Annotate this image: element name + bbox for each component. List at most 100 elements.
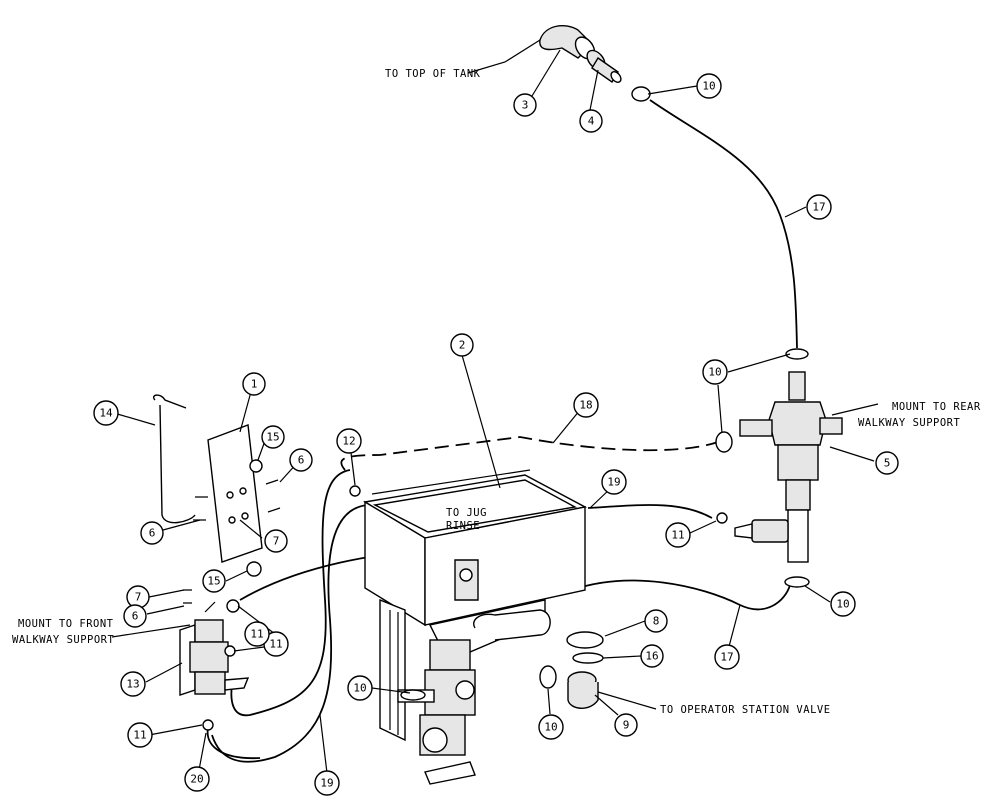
leader-lines: [111, 39, 879, 774]
callout-10-circle: [538, 714, 564, 740]
callout-1-circle: [242, 372, 266, 396]
callout-20-circle: [184, 766, 210, 792]
callout-12-circle: [336, 428, 362, 454]
front-valve-part-13: [179, 589, 250, 731]
callout-6-circle: [140, 521, 164, 545]
label-operator-station: TO OPERATOR STATION VALVE: [660, 704, 831, 716]
callout-5: 5: [884, 457, 891, 470]
hose-20: [206, 727, 261, 759]
callout-8: 8: [653, 615, 660, 628]
label-mount-front-2: WALKWAY SUPPORT: [12, 634, 115, 646]
label-mount-front-1: MOUNT TO FRONT: [18, 618, 114, 630]
callout-3-circle: [513, 93, 537, 117]
hose-18: [340, 436, 719, 471]
callout-18: 18: [579, 399, 592, 412]
callout-16-circle: [640, 644, 664, 668]
callout-7: 7: [135, 591, 142, 604]
callout-15: 15: [207, 575, 220, 588]
nut-part-15-upper: [249, 459, 263, 473]
callout-11: 11: [133, 729, 146, 742]
callout-13-circle: [120, 671, 146, 697]
callout-6-circle: [123, 604, 147, 628]
callout-11: 11: [269, 638, 282, 651]
callout-10: 10: [353, 682, 366, 695]
callout-6-circle: [289, 448, 313, 472]
label-to-jug-2: RINSE: [446, 520, 480, 532]
callout-17-circle: [714, 644, 740, 670]
o-ring-part-16: [572, 652, 604, 664]
callout-14-circle: [93, 400, 119, 426]
rear-valve-assembly-part-5: [734, 348, 843, 563]
callout-7-circle: [264, 529, 288, 553]
callout-9: 9: [623, 719, 630, 732]
callout-17: 17: [812, 201, 825, 214]
label-mount-rear-1: MOUNT TO REAR: [892, 401, 981, 413]
callout-18-circle: [573, 392, 599, 418]
callout-numbers: 3 4 10 17 10 11 5 18 2 19 11 10 17 14 1 …: [99, 80, 890, 790]
hose-17-lower: [571, 579, 791, 611]
hoses: [206, 99, 798, 763]
hose-17-upper: [649, 99, 798, 349]
callout-15-circle: [261, 425, 285, 449]
callout-19-circle: [601, 469, 627, 495]
hose-clamp-lower-center: [539, 665, 557, 689]
callout-2-circle: [450, 333, 474, 357]
callout-13: 13: [126, 678, 139, 691]
callout-10-circle: [696, 73, 722, 99]
hose-19-lower: [211, 504, 369, 763]
callout-1: 1: [251, 378, 258, 391]
under-tank-valve-stack: [379, 598, 476, 785]
label-mount-rear-2: WALKWAY SUPPORT: [858, 417, 961, 429]
callout-2: 2: [459, 339, 466, 352]
hose-clamp-lower-right: [784, 576, 810, 588]
callout-11: 11: [671, 529, 684, 542]
callout-5-circle: [875, 451, 899, 475]
callout-6: 6: [132, 610, 139, 623]
label-to-top-of-tank: TO TOP OF TANK: [385, 68, 481, 80]
callout-15-circle: [202, 569, 226, 593]
callout-4: 4: [588, 115, 595, 128]
elbow-fitting-part-9: [567, 671, 599, 709]
fitting-11-right: [716, 512, 728, 524]
callout-6: 6: [149, 527, 156, 540]
hose-19-left: [230, 469, 351, 717]
callout-4-circle: [579, 109, 603, 133]
mounting-bracket-part-1: [207, 424, 263, 563]
callout-10: 10: [836, 598, 849, 611]
callout-10: 10: [544, 721, 557, 734]
callout-17-circle: [806, 194, 832, 220]
callout-9-circle: [614, 713, 638, 737]
callout-14: 14: [99, 407, 113, 420]
gasket-part-8: [566, 631, 604, 649]
callout-6: 6: [298, 454, 305, 467]
handle-part-14: [153, 394, 196, 524]
callout-19-circle: [314, 770, 340, 796]
callout-10-circle: [830, 591, 856, 617]
fitting-part-12: [349, 485, 361, 497]
hose-clamp-top: [631, 86, 651, 102]
callout-10: 10: [702, 80, 715, 93]
callout-16: 16: [645, 650, 658, 663]
callout-11-circle: [127, 722, 153, 748]
callout-10: 10: [708, 366, 721, 379]
hose-19-upper: [587, 504, 713, 519]
callout-17: 17: [720, 651, 733, 664]
callout-8-circle: [644, 609, 668, 633]
nut-part-15-lower: [246, 561, 262, 577]
callout-20: 20: [190, 773, 203, 786]
callout-10-circle: [347, 675, 373, 701]
label-to-jug-1: TO JUG: [446, 507, 487, 519]
barb-fitting-part-4: [586, 49, 622, 84]
callout-19: 19: [607, 476, 620, 489]
callout-12: 12: [342, 435, 355, 448]
callout-11-circle: [665, 522, 691, 548]
callout-11-circle-b: [244, 621, 270, 647]
callout-circles: [93, 73, 899, 796]
callout-7: 7: [273, 535, 280, 548]
text-labels: TO TOP OF TANK MOUNT TO REAR WALKWAY SUP…: [12, 68, 981, 716]
mix-tank-part-2: [363, 469, 588, 653]
hose-clamp-mid-right: [715, 431, 733, 453]
callout-11: 11: [250, 628, 263, 641]
